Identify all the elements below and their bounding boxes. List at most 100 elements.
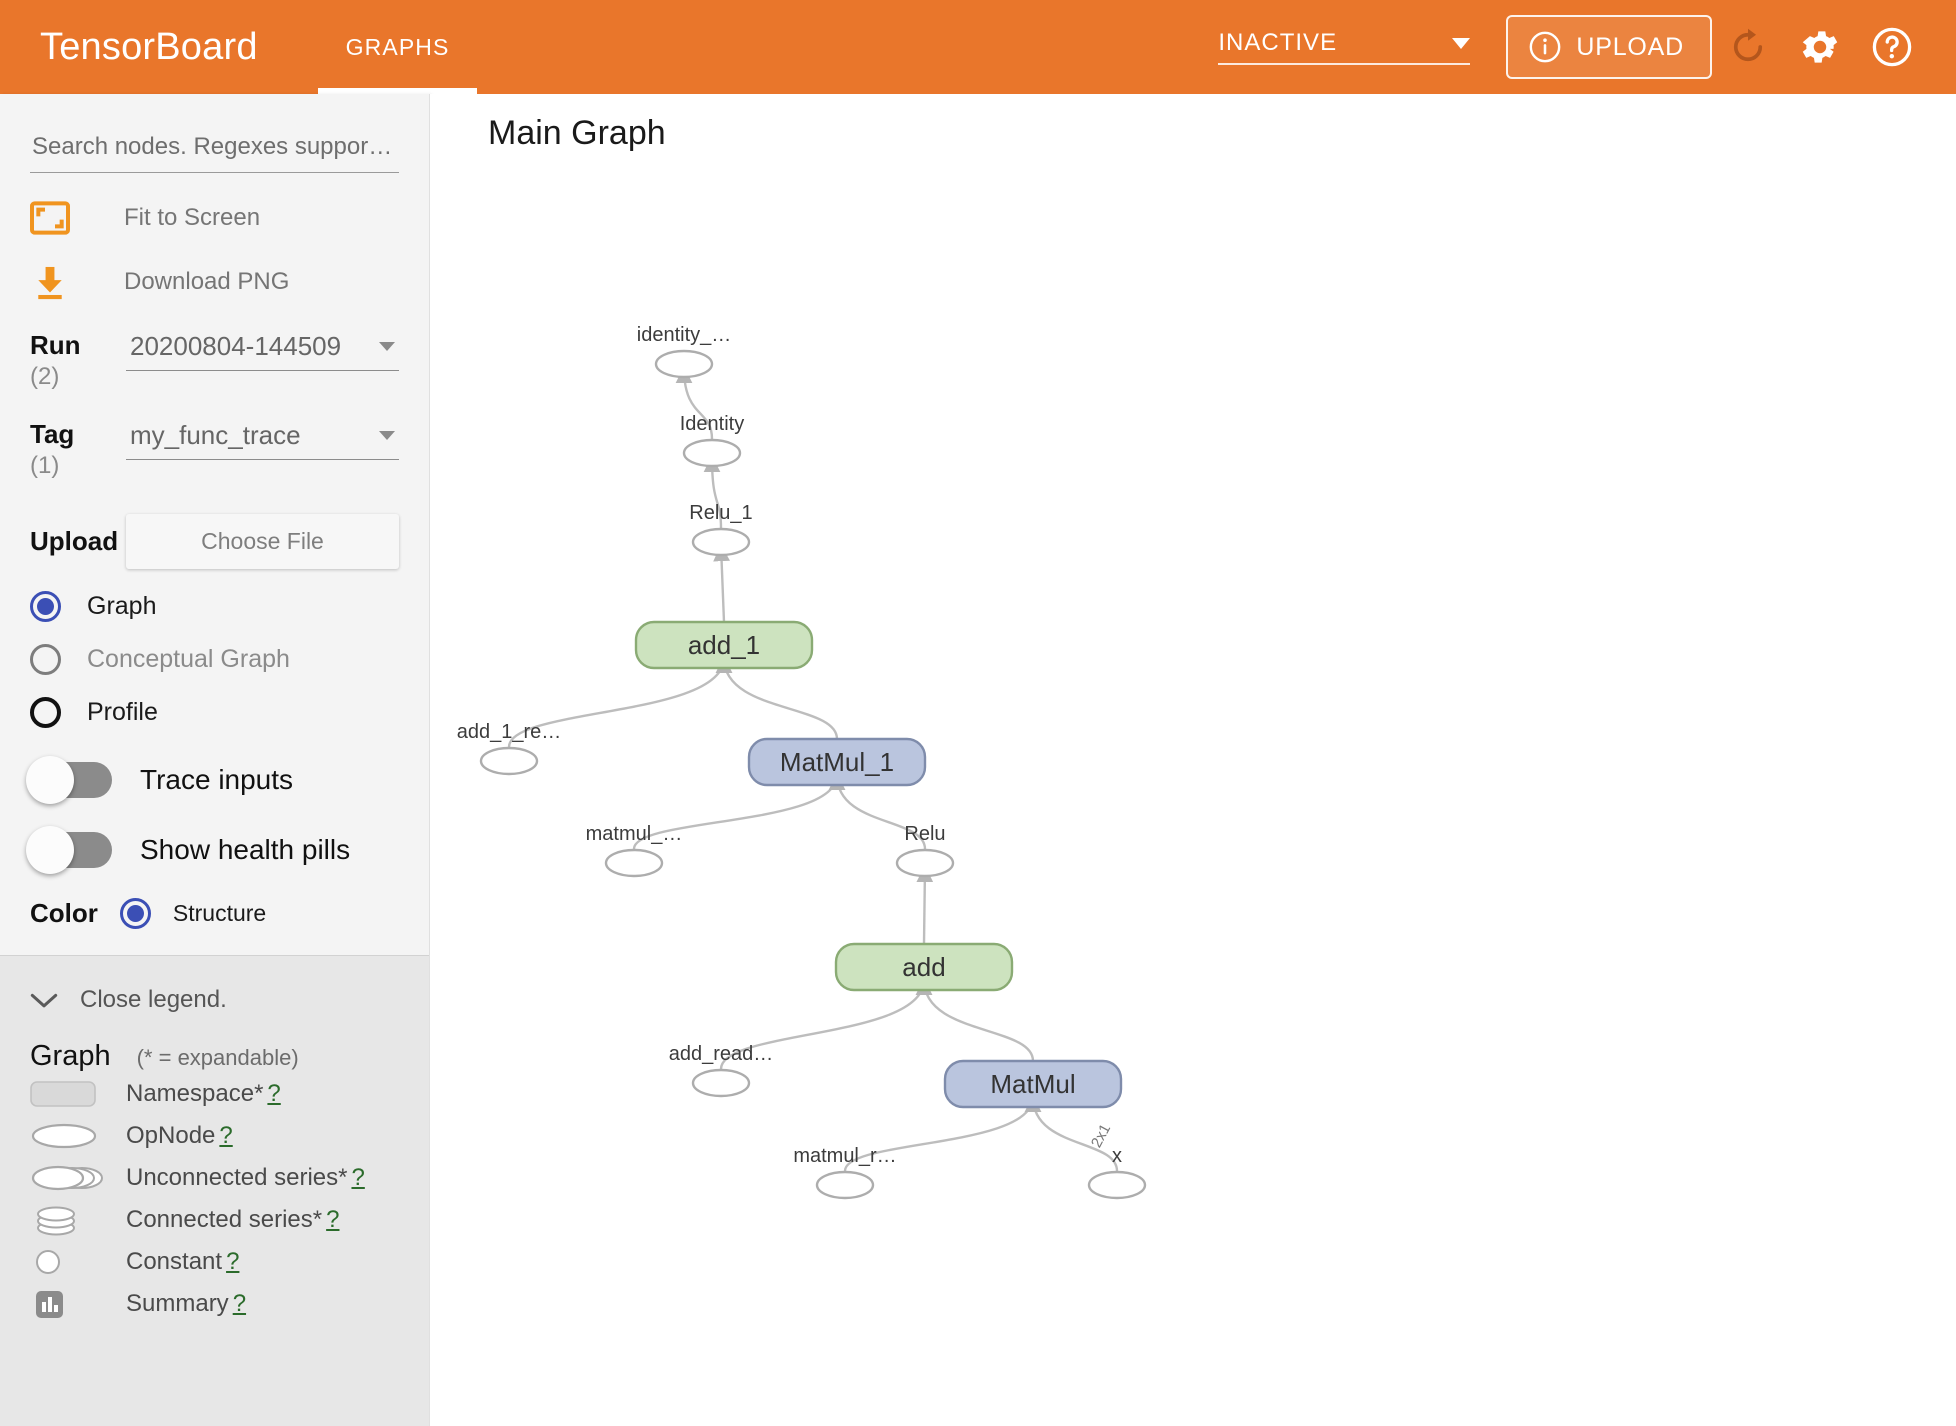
legend-item: OpNode? xyxy=(30,1115,399,1157)
graph-node-Identity[interactable]: Identity xyxy=(680,413,744,468)
graph-edge xyxy=(703,455,723,529)
legend-title: Graph xyxy=(30,1039,111,1072)
graph-node-matmul_read[interactable]: matmul_… xyxy=(586,823,683,878)
graph-edges: 2x1 xyxy=(507,366,1119,1172)
close-legend-label: Close legend. xyxy=(80,985,227,1013)
node-label: Relu xyxy=(904,823,945,845)
help-button[interactable] xyxy=(1856,11,1928,83)
legend-item-label: Constant xyxy=(126,1247,223,1275)
legend-item: Connected series*? xyxy=(30,1199,399,1241)
radio-graph-indicator xyxy=(30,590,61,622)
node-shape xyxy=(682,438,742,468)
node-label: matmul_r… xyxy=(793,1145,896,1167)
fit-to-screen-label: Fit to Screen xyxy=(124,204,261,231)
graph-node-MatMul_1[interactable]: MatMul_1 xyxy=(747,737,927,787)
run-status-select[interactable]: INACTIVE xyxy=(1218,29,1471,65)
graph-edge xyxy=(915,978,1035,1062)
run-select-value: 20200804-144509 xyxy=(130,331,342,361)
graph-edge xyxy=(916,865,934,945)
toggle-show-health-pills-switch[interactable] xyxy=(26,825,112,874)
search-input[interactable] xyxy=(30,132,399,162)
tag-count: (1) xyxy=(30,452,60,480)
upload-button[interactable]: UPLOAD xyxy=(1506,15,1712,79)
chevron-down-icon xyxy=(1452,37,1471,49)
node-shape xyxy=(747,737,927,787)
chevron-down-icon xyxy=(379,342,395,351)
legend-item: Namespace*? xyxy=(30,1073,399,1115)
node-label: add xyxy=(902,952,945,982)
toggle-trace-inputs[interactable]: Trace inputs xyxy=(26,755,399,804)
choose-file-button[interactable]: Choose File xyxy=(126,513,399,569)
graph-node-add[interactable]: add xyxy=(834,942,1014,992)
edge-label: 2x1 xyxy=(1088,1121,1114,1150)
tag-field: Tag (1) my_func_trace xyxy=(30,420,399,479)
namespace-icon xyxy=(30,1079,126,1109)
close-legend-button[interactable]: Close legend. xyxy=(30,986,399,1014)
graph-node-add_1[interactable]: add_1 xyxy=(634,620,814,670)
graph-edge xyxy=(843,1095,1042,1172)
legend-help-link[interactable]: ? xyxy=(326,1205,340,1233)
upload-field: Upload Choose File xyxy=(30,513,399,569)
legend-help-link[interactable]: ? xyxy=(351,1163,365,1191)
radio-graph-label: Graph xyxy=(87,591,157,620)
toggle-show-health-pills[interactable]: Show health pills xyxy=(26,825,399,874)
top-app-bar: TensorBoard GRAPHS INACTIVE UPLOAD xyxy=(0,0,1956,94)
sidebar-controls: Fit to Screen Download PNG Run (2) xyxy=(0,94,429,955)
node-label: x xyxy=(1112,1145,1122,1167)
opnode-icon xyxy=(30,1121,126,1151)
graph-node-matmul_r[interactable]: matmul_r… xyxy=(793,1145,897,1200)
chevron-down-icon xyxy=(30,991,58,1009)
download-png-button[interactable]: Download PNG xyxy=(30,263,399,301)
search-field[interactable] xyxy=(30,132,399,173)
upload-label: Upload xyxy=(30,525,119,556)
node-shape xyxy=(634,620,814,670)
toggle-trace-inputs-switch[interactable] xyxy=(26,755,112,804)
radio-profile[interactable]: Profile xyxy=(30,696,399,728)
node-shape xyxy=(815,1170,875,1200)
graph-edge xyxy=(715,656,839,740)
constant-icon xyxy=(30,1247,126,1277)
graph-edge xyxy=(1024,1095,1119,1172)
run-select[interactable]: 20200804-144509 xyxy=(126,331,399,371)
graph-edge xyxy=(675,366,714,440)
tag-select[interactable]: my_func_trace xyxy=(126,420,399,461)
node-shape xyxy=(943,1059,1123,1109)
graph-node-x[interactable]: x xyxy=(1087,1145,1147,1200)
node-label: matmul_… xyxy=(586,823,683,845)
radio-conceptual-graph[interactable]: Conceptual Graph xyxy=(30,643,399,675)
radio-graph[interactable]: Graph xyxy=(30,590,399,622)
radio-structure-indicator[interactable] xyxy=(119,897,151,929)
app-brand: TensorBoard xyxy=(40,25,258,68)
tab-graphs[interactable]: GRAPHS xyxy=(317,0,478,94)
radio-structure-label: Structure xyxy=(172,899,267,926)
refresh-button[interactable] xyxy=(1712,11,1784,83)
legend-help-link[interactable]: ? xyxy=(226,1247,240,1275)
download-png-label: Download PNG xyxy=(124,268,290,295)
graph-node-add_1_read[interactable]: add_1_re… xyxy=(457,721,562,776)
node-shape xyxy=(691,1068,751,1098)
node-shape xyxy=(604,848,664,878)
toggle-knob xyxy=(26,825,74,874)
graph-node-add_read[interactable]: add_read… xyxy=(669,1043,774,1098)
graph-node-MatMul[interactable]: MatMul xyxy=(943,1059,1123,1109)
node-label: MatMul_1 xyxy=(780,747,894,777)
legend-help-link[interactable]: ? xyxy=(232,1289,247,1317)
graph-node-Relu_1[interactable]: Relu_1 xyxy=(689,502,753,557)
node-label: add_1_re… xyxy=(457,721,562,743)
tag-select-value: my_func_trace xyxy=(130,420,301,451)
settings-button[interactable] xyxy=(1784,11,1856,83)
fit-to-screen-button[interactable]: Fit to Screen xyxy=(30,201,399,235)
graph-node-identity_out[interactable]: identity_… xyxy=(637,324,732,379)
legend-help-link[interactable]: ? xyxy=(267,1079,281,1107)
node-shape xyxy=(691,527,751,557)
legend-item-label: Namespace* xyxy=(126,1079,264,1107)
legend-help-link[interactable]: ? xyxy=(219,1121,233,1149)
graph-edge xyxy=(719,978,933,1070)
graph-node-Relu[interactable]: Relu xyxy=(895,823,955,878)
node-label: add_1 xyxy=(688,630,760,660)
run-status-value: INACTIVE xyxy=(1218,29,1338,56)
tag-label: Tag (1) xyxy=(30,420,126,480)
